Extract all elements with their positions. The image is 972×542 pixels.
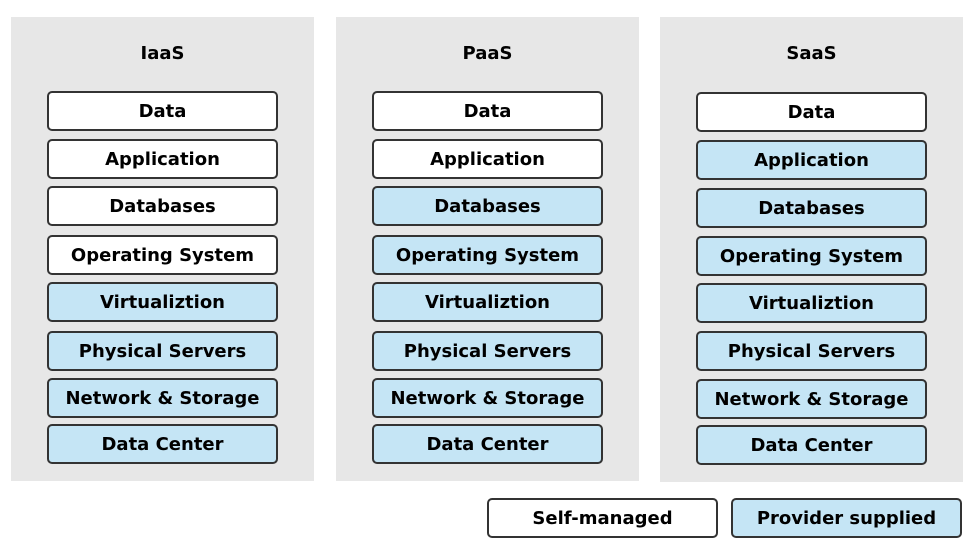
iaas-layer-data-center: Data Center [47,424,278,464]
iaas-layer-virtualization: Virtualiztion [47,282,278,322]
saas-layer-virtualization: Virtualiztion [696,283,927,323]
saas-layer-data-center: Data Center [696,425,927,465]
column-title-paas: PaaS [462,43,513,64]
paas-layer-data: Data [372,91,603,131]
saas-layer-physical-servers: Physical Servers [696,331,927,371]
iaas-layer-application: Application [47,139,278,179]
saas-layer-databases: Databases [696,188,927,228]
legend-self-managed: Self-managed [487,498,718,538]
paas-layer-data-center: Data Center [372,424,603,464]
column-saas: SaaS Data Application Databases Operatin… [660,17,963,482]
paas-layer-virtualization: Virtualiztion [372,282,603,322]
saas-layer-operating-system: Operating System [696,236,927,276]
column-paas: PaaS Data Application Databases Operatin… [336,17,639,481]
iaas-layer-physical-servers: Physical Servers [47,331,278,371]
iaas-layer-network-storage: Network & Storage [47,378,278,418]
column-title-iaas: IaaS [140,43,185,64]
legend-provider-supplied: Provider supplied [731,498,962,538]
column-iaas: IaaS Data Application Databases Operatin… [11,17,314,481]
iaas-layer-databases: Databases [47,186,278,226]
paas-layer-physical-servers: Physical Servers [372,331,603,371]
saas-layer-application: Application [696,140,927,180]
paas-layer-databases: Databases [372,186,603,226]
saas-layer-network-storage: Network & Storage [696,379,927,419]
saas-layer-data: Data [696,92,927,132]
paas-layer-application: Application [372,139,603,179]
iaas-layer-operating-system: Operating System [47,235,278,275]
paas-layer-operating-system: Operating System [372,235,603,275]
paas-layer-network-storage: Network & Storage [372,378,603,418]
iaas-layer-data: Data [47,91,278,131]
column-title-saas: SaaS [786,43,837,64]
